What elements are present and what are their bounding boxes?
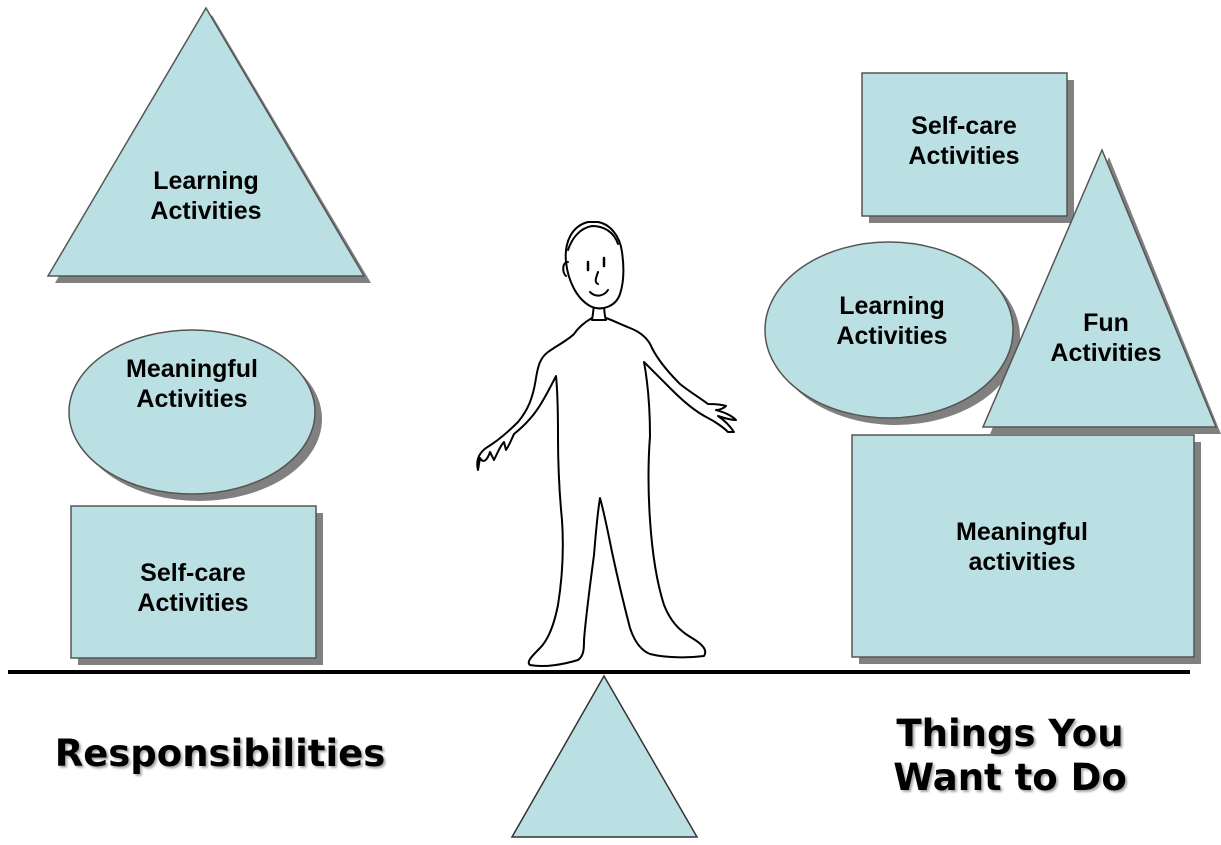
person-figure: [476, 221, 737, 668]
left-meaningful-ellipse: [68, 329, 316, 495]
responsibilities-caption: Responsibilities: [54, 732, 386, 775]
right-selfcare-label: Self-care Activities: [908, 112, 1020, 170]
right-meaningful-label: Meaningful activities: [956, 518, 1088, 576]
right-learning-label: Learning Activities: [836, 292, 948, 350]
left-selfcare-rect: [70, 505, 317, 659]
fulcrum-triangle: [510, 674, 699, 838]
right-learning-ellipse: [764, 241, 1014, 419]
left-learning-label: Learning Activities: [150, 167, 262, 225]
left-selfcare-label: Self-care Activities: [137, 559, 249, 617]
left-meaningful-label: Meaningful Activities: [126, 355, 258, 413]
right-meaningful-rect: [851, 434, 1195, 658]
right-selfcare-rect: [861, 72, 1068, 217]
right-fun-label: Fun Activities: [1050, 309, 1162, 367]
left-learning-triangle: [46, 6, 366, 277]
things-you-want-caption: Things You Want to Do: [893, 712, 1127, 799]
right-fun-triangle: [981, 148, 1218, 428]
